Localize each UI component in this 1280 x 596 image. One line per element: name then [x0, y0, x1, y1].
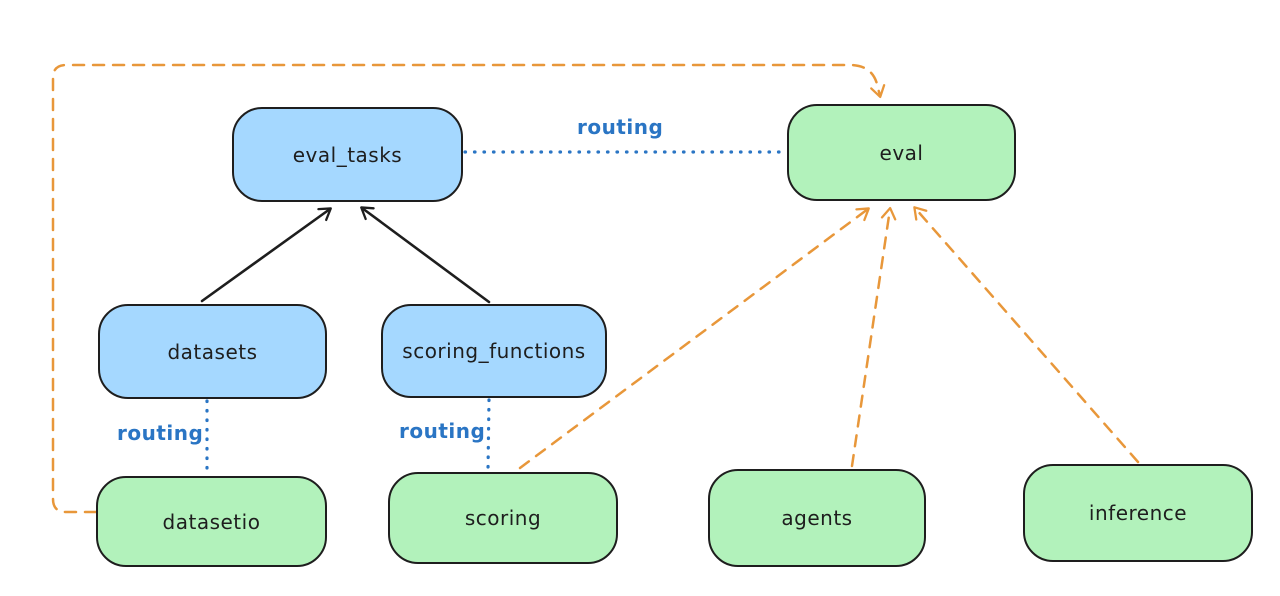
- routing-label-eval-tasks-eval: routing: [577, 115, 664, 139]
- edge-datasetio-to-eval: [51, 63, 886, 514]
- node-datasets: datasets: [98, 304, 327, 399]
- node-scoring-label: scoring: [464, 506, 542, 530]
- node-inference: inference: [1023, 464, 1253, 562]
- node-scoring-functions-label: scoring_functions: [402, 339, 586, 363]
- node-datasetio-label: datasetio: [162, 509, 261, 534]
- node-datasets-label: datasets: [167, 339, 258, 364]
- node-datasetio: datasetio: [96, 476, 327, 567]
- node-scoring: scoring: [388, 472, 618, 564]
- node-eval-tasks-label: eval_tasks: [292, 142, 403, 167]
- routing-label-datasets-datasetio: routing: [117, 421, 204, 445]
- node-inference-label: inference: [1088, 501, 1188, 525]
- node-agents: agents: [708, 469, 926, 567]
- node-scoring-functions: scoring_functions: [381, 304, 607, 398]
- edge-scoring-functions-to-scoring-routing: [486, 398, 491, 472]
- routing-label-scoring-functions-scoring: routing: [399, 419, 486, 443]
- node-eval-tasks: eval_tasks: [232, 107, 463, 202]
- edge-scoring-to-eval: [518, 207, 870, 470]
- edge-agents-to-eval: [850, 206, 897, 468]
- edge-inference-to-eval: [913, 206, 1140, 464]
- node-eval: eval: [787, 104, 1016, 201]
- node-eval-label: eval: [879, 140, 924, 165]
- node-agents-label: agents: [781, 506, 853, 530]
- edge-datasets-to-eval-tasks: [200, 207, 332, 303]
- edge-scoring-functions-to-eval-tasks: [360, 206, 491, 304]
